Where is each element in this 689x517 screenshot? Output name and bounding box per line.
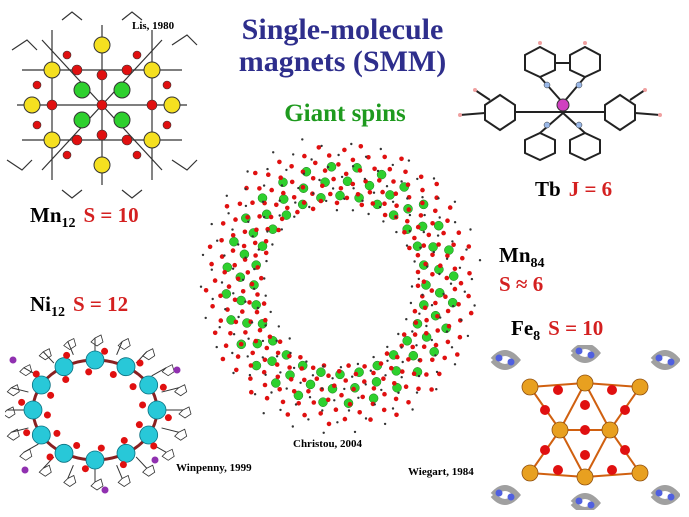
mn84-formula: Mn84: [499, 243, 545, 272]
slide-title: Single-molecule magnets (SMM): [205, 14, 480, 78]
mn12-citation: Lis, 1980: [132, 20, 175, 32]
mn12-count: 12: [61, 216, 76, 232]
tb-structure: [458, 41, 662, 162]
fe8-label: Fe8 S = 10: [511, 316, 603, 345]
tb-spin: J = 6: [568, 177, 613, 201]
mn84-spin: S ≈ 6: [499, 272, 544, 297]
mn12-element: Mn: [30, 203, 62, 227]
fe8-element: Fe: [511, 316, 534, 340]
slide-subtitle: Giant spins: [284, 100, 406, 127]
mn84-citation: Christou, 2004: [293, 438, 363, 450]
mn12-structure: [6, 11, 198, 199]
title-line-1: Single-molecule: [241, 13, 444, 46]
ni12-count: 12: [51, 305, 65, 321]
ni12-label: Ni12 S = 12: [30, 292, 128, 321]
mn12-spin: S = 10: [83, 203, 139, 227]
fe8-spin: S = 10: [548, 316, 604, 340]
tb-label: Tb J = 6: [535, 177, 612, 202]
mn84-element: Mn: [499, 243, 531, 267]
mn12-label: Mn12 S = 10: [30, 203, 139, 232]
mn84-ring-structure: [199, 138, 482, 434]
tb-element: Tb: [535, 177, 561, 201]
ni12-spin: S = 12: [73, 292, 129, 316]
ni12-citation: Winpenny, 1999: [176, 462, 252, 474]
fe8-count: 8: [533, 329, 541, 345]
title-line-2: magnets (SMM): [238, 45, 447, 78]
ni12-wheel-structure: [5, 334, 192, 494]
mn84-label: Mn84 S ≈ 6: [499, 243, 545, 297]
fe8-citation: Wiegart, 1984: [408, 466, 474, 478]
mn84-count: 84: [530, 256, 545, 272]
fe8-cluster-structure: [490, 345, 680, 510]
ni12-element: Ni: [30, 292, 51, 316]
